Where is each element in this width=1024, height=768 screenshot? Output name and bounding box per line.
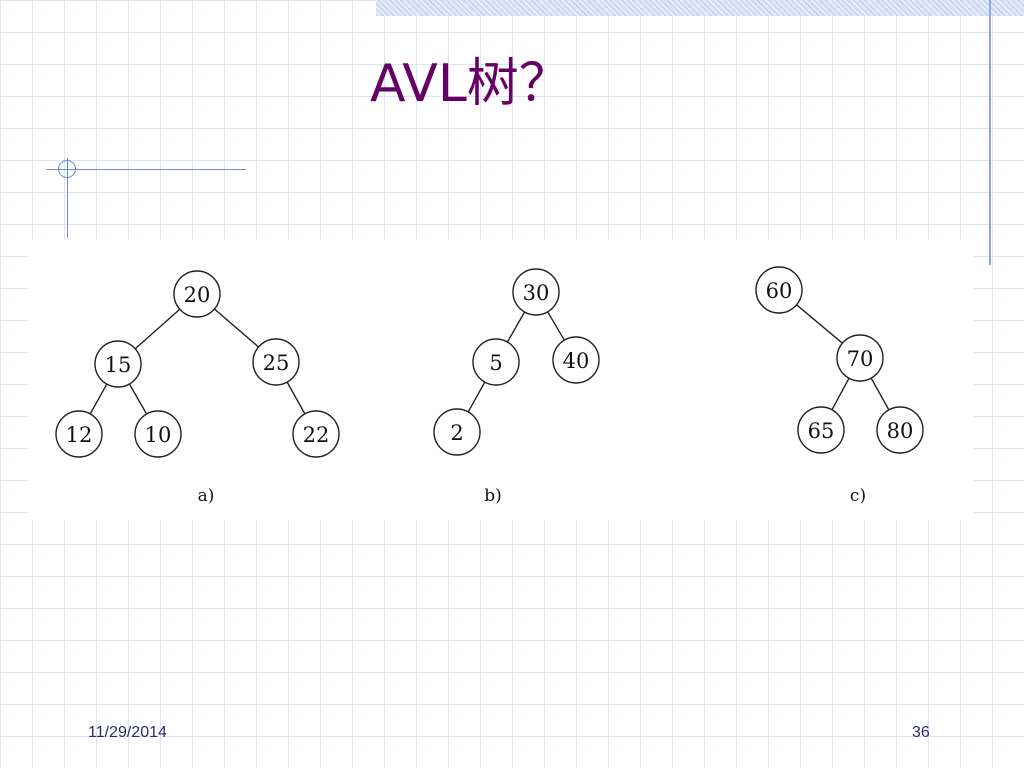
node-circle (836, 334, 884, 382)
node-circle (876, 406, 924, 454)
tree-edge-70-65 (831, 377, 850, 411)
tree-caption: a) (198, 486, 215, 506)
tree-3: 60 70 65 80 c) (755, 266, 924, 506)
node-label: 10 (145, 423, 172, 447)
tree-node-30: 30 (512, 268, 560, 316)
tree-node-2: 2 (433, 408, 481, 456)
right-decor-line (989, 0, 991, 265)
tree-node-12: 12 (55, 410, 103, 458)
node-label: 60 (766, 279, 793, 303)
node-label: 70 (847, 347, 874, 371)
node-label: 5 (489, 351, 502, 375)
decor-horizontal-line (46, 169, 246, 170)
node-circle (252, 338, 300, 386)
tree-edge-25-22 (286, 381, 306, 415)
tree-edge-20-25 (213, 308, 260, 348)
node-circle (755, 266, 803, 314)
node-circle (552, 336, 600, 384)
tree-edge-15-10 (128, 383, 148, 415)
tree-node-40: 40 (552, 336, 600, 384)
tree-edge-70-80 (870, 377, 890, 411)
node-circle (433, 408, 481, 456)
node-label: 12 (66, 423, 93, 447)
tree-node-15: 15 (94, 340, 142, 388)
node-label: 65 (808, 419, 835, 443)
tree-caption: c) (850, 486, 866, 506)
node-circle (134, 410, 182, 458)
tree-caption: b) (484, 486, 502, 506)
footer-page-number: 36 (912, 724, 930, 741)
decor-circle (58, 160, 76, 178)
tree-1: 20 15 25 12 10 22 a) (55, 270, 340, 506)
tree-node-25: 25 (252, 338, 300, 386)
tree-node-60: 60 (755, 266, 803, 314)
node-label: 40 (563, 349, 590, 373)
tree-edge-60-70 (796, 304, 843, 344)
node-label: 2 (450, 421, 463, 445)
footer-date: 11/29/2014 (88, 724, 167, 741)
tree-node-65: 65 (797, 406, 845, 454)
node-circle (173, 270, 221, 318)
node-label: 25 (263, 351, 290, 375)
node-circle (292, 410, 340, 458)
tree-edge-5-2 (467, 381, 486, 413)
tree-node-20: 20 (173, 270, 221, 318)
decor-vertical-line (67, 158, 68, 238)
node-circle (797, 406, 845, 454)
node-circle (55, 410, 103, 458)
tree-node-5: 5 (472, 338, 520, 386)
node-circle (512, 268, 560, 316)
tree-node-70: 70 (836, 334, 884, 382)
top-decor-band (376, 0, 1024, 16)
node-label: 15 (105, 353, 132, 377)
tree-2: 30 5 40 2 b) (433, 268, 600, 506)
tree-node-80: 80 (876, 406, 924, 454)
slide-title: AVL树？ (370, 54, 571, 114)
tree-node-10: 10 (134, 410, 182, 458)
tree-edge-30-40 (547, 311, 565, 341)
node-circle (472, 338, 520, 386)
node-label: 80 (887, 419, 914, 443)
tree-edge-15-12 (89, 383, 108, 415)
tree-node-22: 22 (292, 410, 340, 458)
node-label: 30 (523, 281, 550, 305)
node-circle (94, 340, 142, 388)
tree-edge-30-5 (506, 311, 526, 343)
tree-edge-20-15 (134, 308, 181, 350)
node-label: 22 (303, 423, 330, 447)
node-label: 20 (184, 283, 211, 307)
